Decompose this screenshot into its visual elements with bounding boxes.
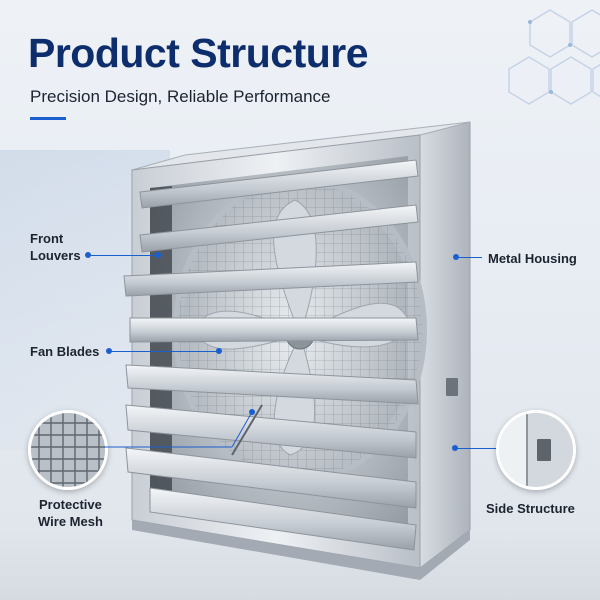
callout-wire-mesh-line-1: Protective [39,497,102,512]
side-structure-icon [499,413,573,487]
page-subtitle: Precision Design, Reliable Performance [30,87,331,106]
callout-front-louvers-line-2: Louvers [30,248,81,263]
callout-fan-blades-target [216,348,222,354]
wire-mesh-inset [28,410,108,490]
callout-front-louvers-leader [88,255,158,256]
callout-front-louvers-line-1: Front [30,231,64,246]
callout-protective-wire-mesh: Protective Wire Mesh [38,496,103,530]
callout-front-louvers: Front Louvers [30,230,81,264]
callout-side-structure: Side Structure [486,501,575,516]
hexagon-decoration-icon [508,9,600,105]
side-structure-inset [496,410,576,490]
callout-front-louvers-target [155,252,161,258]
title-underline [30,117,66,120]
page-title: Product Structure [28,30,369,76]
callout-side-structure-leader [455,448,497,449]
callout-fan-blades: Fan Blades [30,344,100,359]
callout-metal-housing-leader [456,257,482,258]
callout-wire-mesh-line-2: Wire Mesh [38,514,103,529]
callout-fan-blades-leader [109,351,219,352]
callout-metal-housing: Metal Housing [488,251,577,266]
